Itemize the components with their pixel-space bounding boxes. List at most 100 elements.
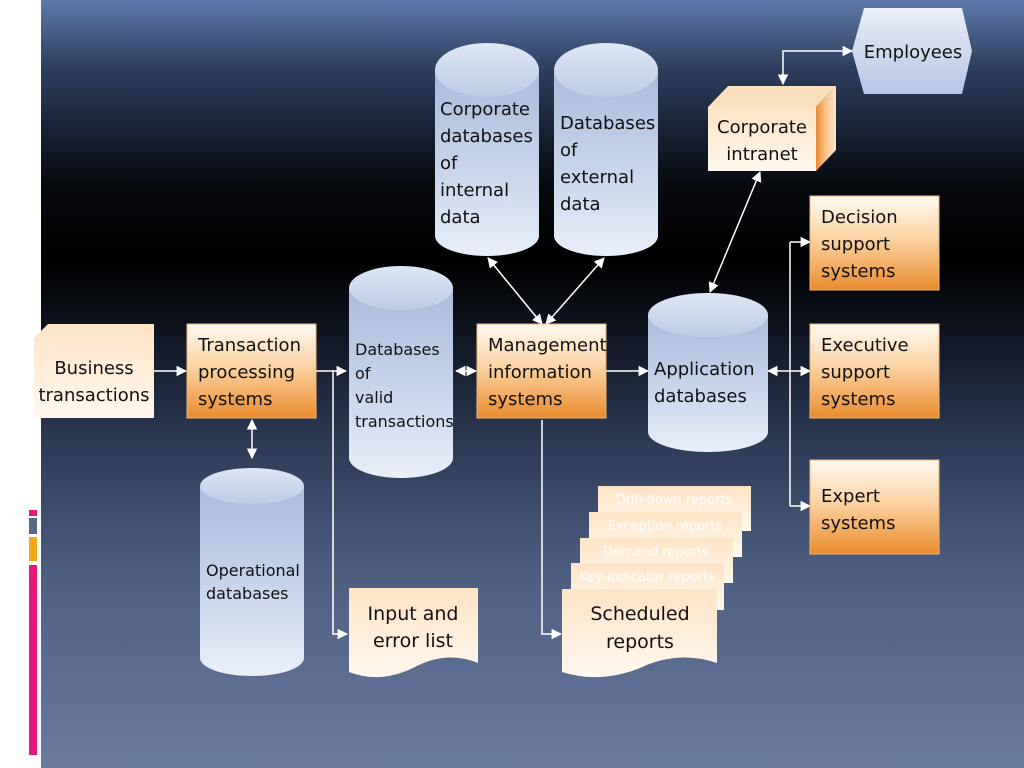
- tps-line2: processing: [198, 362, 295, 383]
- application-db-line1: Application: [654, 359, 755, 380]
- dss-line2: support: [821, 234, 890, 255]
- svg-text:of: of: [560, 140, 578, 161]
- svg-text:Operational: Operational: [206, 561, 300, 580]
- external-db-line4: data: [560, 194, 601, 215]
- key-indicator-label: Key-indicator reports: [579, 570, 715, 585]
- input-error-list-document: Input and error list: [349, 588, 478, 678]
- svg-text:intranet: intranet: [726, 144, 797, 165]
- corporate-db-line3: of: [440, 153, 458, 174]
- svg-text:Application: Application: [654, 359, 755, 380]
- arrow-application-db-intranet: [708, 171, 762, 293]
- dss-line3: systems: [821, 261, 895, 282]
- svg-text:systems: systems: [488, 389, 562, 410]
- valid-db-line3: valid: [355, 388, 393, 407]
- svg-text:Demand reports: Demand reports: [603, 545, 709, 560]
- scheduled-line1: Scheduled: [590, 603, 689, 625]
- mis-line2: information: [488, 362, 592, 383]
- valid-db-line2: of: [355, 364, 371, 383]
- tps-line3: systems: [198, 389, 272, 410]
- svg-text:of: of: [355, 364, 371, 383]
- ess-box: Executive support systems: [809, 323, 940, 419]
- scheduled-line2: reports: [606, 631, 674, 653]
- business-transactions-line2: transactions: [38, 385, 149, 406]
- scheduled-report: Scheduled reports: [562, 589, 717, 678]
- svg-text:databases: databases: [654, 386, 747, 407]
- mis-line3: systems: [488, 389, 562, 410]
- ess-line1: Executive: [821, 335, 909, 356]
- reports-stack: Drill-down reports Exception reports Dem…: [562, 486, 751, 678]
- svg-text:Expert: Expert: [821, 486, 880, 507]
- svg-text:systems: systems: [198, 389, 272, 410]
- svg-text:reports: reports: [606, 631, 674, 653]
- operational-db-cylinder: Operational databases: [200, 468, 304, 676]
- svg-text:Databases: Databases: [355, 340, 440, 359]
- svg-text:systems: systems: [821, 261, 895, 282]
- corporate-db-cylinder: Corporate databases of internal data: [435, 43, 539, 256]
- arrow-external-db-mis: [545, 257, 605, 325]
- mis-line1: Management: [488, 335, 607, 356]
- operational-db-line2: databases: [206, 584, 289, 603]
- dss-box: Decision support systems: [809, 195, 940, 291]
- application-db-cylinder: Application databases: [648, 293, 768, 452]
- external-db-line1: Databases: [560, 113, 655, 134]
- svg-text:Corporate: Corporate: [440, 99, 530, 120]
- decor-bar: [31, 48, 34, 116]
- intranet-line2: intranet: [726, 144, 797, 165]
- arrow-intranet-employees: [777, 45, 854, 86]
- svg-text:support: support: [821, 362, 890, 383]
- connector-lines: [154, 45, 854, 640]
- exception-label: Exception reports: [608, 519, 723, 534]
- tps-box: Transaction processing systems: [186, 323, 317, 419]
- svg-text:error list: error list: [373, 630, 453, 652]
- svg-text:Databases: Databases: [560, 113, 655, 134]
- drill-down-label: Drill-down reports: [616, 493, 733, 508]
- svg-text:Key-indicator reports: Key-indicator reports: [579, 570, 715, 585]
- svg-text:systems: systems: [821, 389, 895, 410]
- employees-label: Employees: [864, 42, 963, 63]
- demand-label: Demand reports: [603, 545, 709, 560]
- valid-transactions-db-cylinder: Databases of valid transactions: [349, 266, 454, 478]
- application-db-line2: databases: [654, 386, 747, 407]
- svg-text:data: data: [560, 194, 601, 215]
- arrow-corporate-db-mis: [487, 257, 543, 325]
- svg-text:Exception reports: Exception reports: [608, 519, 723, 534]
- svg-text:Scheduled: Scheduled: [590, 603, 689, 625]
- valid-db-line1: Databases: [355, 340, 440, 359]
- corporate-intranet-cube: Corporate intranet: [708, 86, 836, 171]
- business-transactions-line1: Business: [54, 358, 133, 379]
- corporate-db-line4: internal: [440, 180, 509, 201]
- decor-bar: [25, 48, 28, 116]
- operational-db-line1: Operational: [206, 561, 300, 580]
- corporate-db-line5: data: [440, 207, 481, 228]
- svg-text:Executive: Executive: [821, 335, 909, 356]
- ess-line3: systems: [821, 389, 895, 410]
- external-db-line2: of: [560, 140, 578, 161]
- svg-text:support: support: [821, 234, 890, 255]
- decor-pink-bar: [29, 565, 37, 755]
- arrow-mis-to-reports: [541, 420, 563, 640]
- employees-hexagon: Employees: [852, 8, 972, 94]
- svg-text:data: data: [440, 207, 481, 228]
- svg-text:Input and: Input and: [368, 603, 459, 625]
- svg-text:Drill-down reports: Drill-down reports: [616, 493, 733, 508]
- ess-line2: support: [821, 362, 890, 383]
- decor-gold-mark: [29, 537, 37, 561]
- external-db-line3: external: [560, 167, 634, 188]
- business-transactions-card: Business transactions: [34, 324, 154, 418]
- svg-text:Corporate: Corporate: [717, 117, 807, 138]
- arrow-tps-to-input-error: [332, 371, 349, 640]
- corporate-db-line2: databases: [440, 126, 533, 147]
- svg-text:Decision: Decision: [821, 207, 898, 228]
- svg-text:Management: Management: [488, 335, 607, 356]
- svg-text:processing: processing: [198, 362, 295, 383]
- svg-text:of: of: [440, 153, 458, 174]
- decor-pink-mark: [29, 510, 37, 516]
- expert-line2: systems: [821, 513, 895, 534]
- expert-line1: Expert: [821, 486, 880, 507]
- svg-text:valid: valid: [355, 388, 393, 407]
- svg-text:internal: internal: [440, 180, 509, 201]
- input-error-line1: Input and: [368, 603, 459, 625]
- svg-text:transactions: transactions: [355, 412, 454, 431]
- svg-text:Transaction: Transaction: [197, 335, 301, 356]
